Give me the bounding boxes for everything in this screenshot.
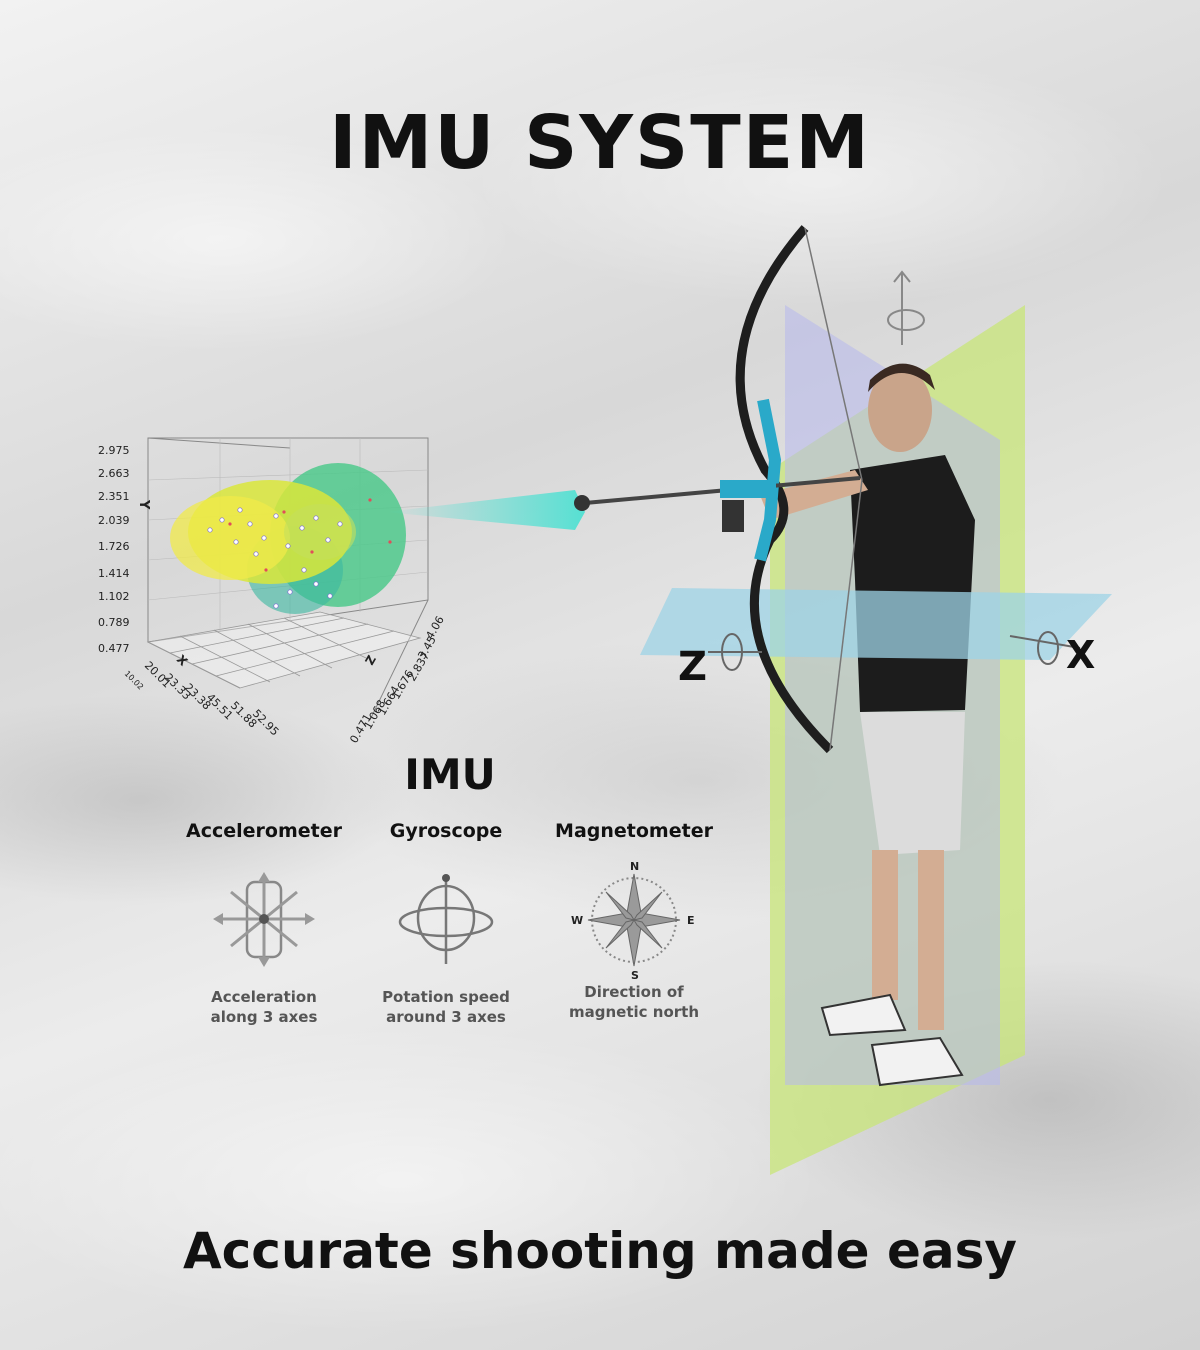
accelerometer-icon <box>213 872 315 967</box>
compass-icon: N S W E <box>571 860 695 980</box>
plot-y-tick: 2.663 <box>98 467 130 480</box>
z-axis-label: Z <box>678 644 707 690</box>
sensor-gyroscope: Gyroscope Potation speed around 3 axes <box>346 820 546 1027</box>
plot-y-tick: 2.975 <box>98 444 130 457</box>
tagline: Accurate shooting made easy <box>182 1222 1018 1280</box>
sensor-name: Accelerometer <box>186 820 342 842</box>
arrow-trail <box>385 490 585 530</box>
gyroscope-icon <box>398 874 494 964</box>
recurve-bow <box>574 225 863 754</box>
page-title: IMU SYSTEM <box>329 100 871 186</box>
plot-y-tick: 0.477 <box>98 642 130 655</box>
plot-y-axis-label: Y <box>136 499 151 510</box>
compass-east-label: E <box>687 914 695 927</box>
sensor-description: Direction of magnetic north <box>569 983 699 1021</box>
plot-y-tick: 1.102 <box>98 590 130 603</box>
plot-y-tick: 2.039 <box>98 514 130 527</box>
plot-y-ticks: 2.975 2.663 2.351 2.039 1.726 1.414 1.10… <box>98 444 130 655</box>
compass-south-label: S <box>631 969 639 980</box>
plot-y-tick: 1.414 <box>98 567 130 580</box>
z-axis-rotation-icon <box>708 633 762 671</box>
imu-scatter-plot: 2.975 2.663 2.351 2.039 1.726 1.414 1.10… <box>80 420 460 764</box>
plot-y-tick: 2.351 <box>98 490 130 503</box>
plot-y-tick: 1.726 <box>98 540 130 553</box>
sensor-magnetometer: Magnetometer N S W E Direction of magnet… <box>534 820 734 1022</box>
x-axis-rotation-icon <box>1009 631 1081 665</box>
sensor-accelerometer: Accelerometer Acceleration along 3 axes <box>164 820 364 1027</box>
plot-y-tick: 0.789 <box>98 616 130 629</box>
top-rotation-arrow-icon <box>887 270 925 345</box>
sensor-name: Gyroscope <box>389 820 503 842</box>
plot-scatter-points <box>207 507 343 609</box>
imu-heading: IMU <box>404 750 496 799</box>
sensor-description: Acceleration along 3 axes <box>210 988 318 1026</box>
plot-floor-grid <box>146 611 422 689</box>
compass-north-label: N <box>630 860 639 873</box>
sensor-name: Magnetometer <box>555 820 713 842</box>
x-axis-label: X <box>1066 633 1095 677</box>
compass-west-label: W <box>571 914 583 927</box>
plot-scatter-points-red <box>228 498 392 572</box>
horizontal-plane-blue <box>640 588 1112 660</box>
sensor-description: Potation speed around 3 axes <box>382 988 510 1026</box>
